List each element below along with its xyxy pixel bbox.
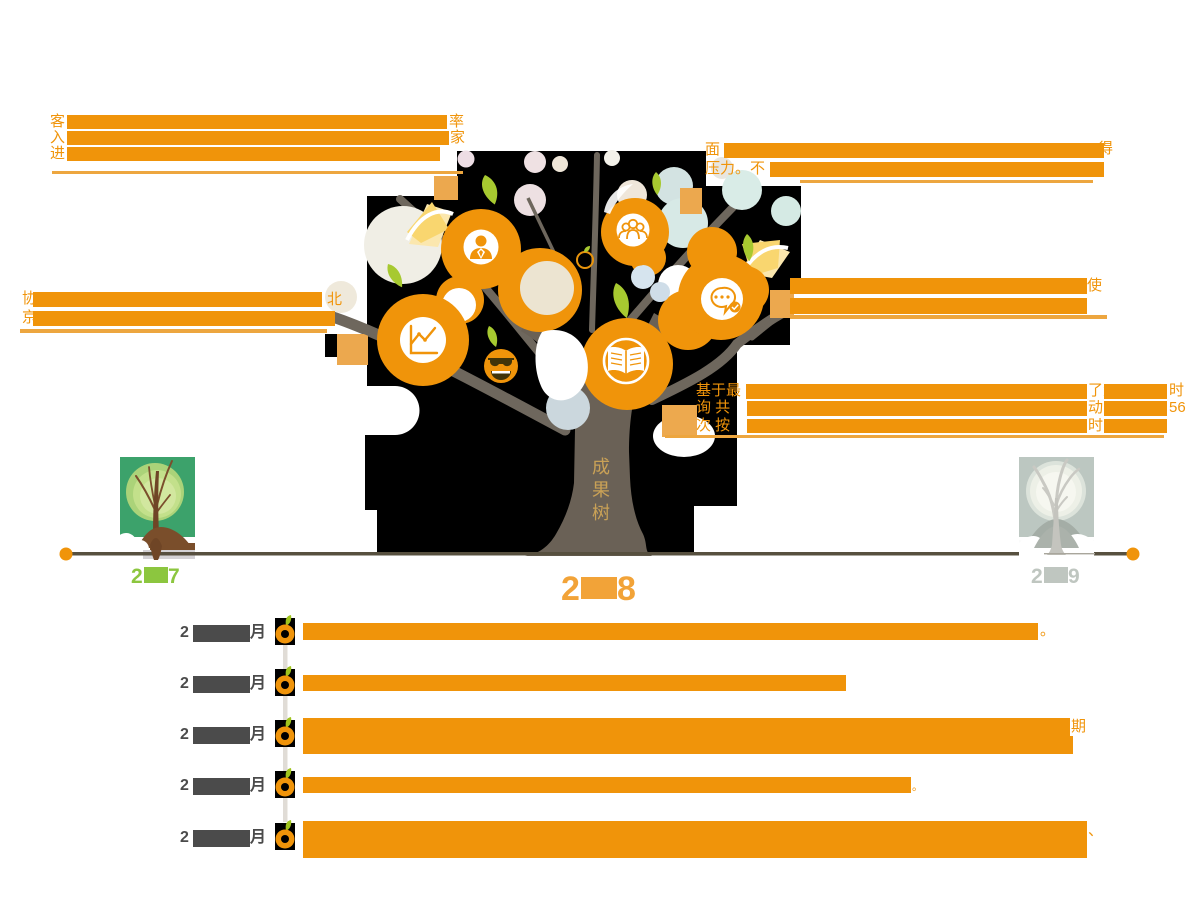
svg-text:果: 果 <box>592 480 610 500</box>
svg-text:7: 7 <box>168 565 180 588</box>
svg-text:2: 2 <box>131 565 143 588</box>
svg-text:8: 8 <box>617 570 636 608</box>
svg-text:2: 2 <box>1031 565 1043 588</box>
svg-text:树: 树 <box>592 503 610 523</box>
svg-text:9: 9 <box>1068 565 1080 588</box>
svg-text:2: 2 <box>561 570 580 608</box>
svg-text:成: 成 <box>592 457 610 477</box>
